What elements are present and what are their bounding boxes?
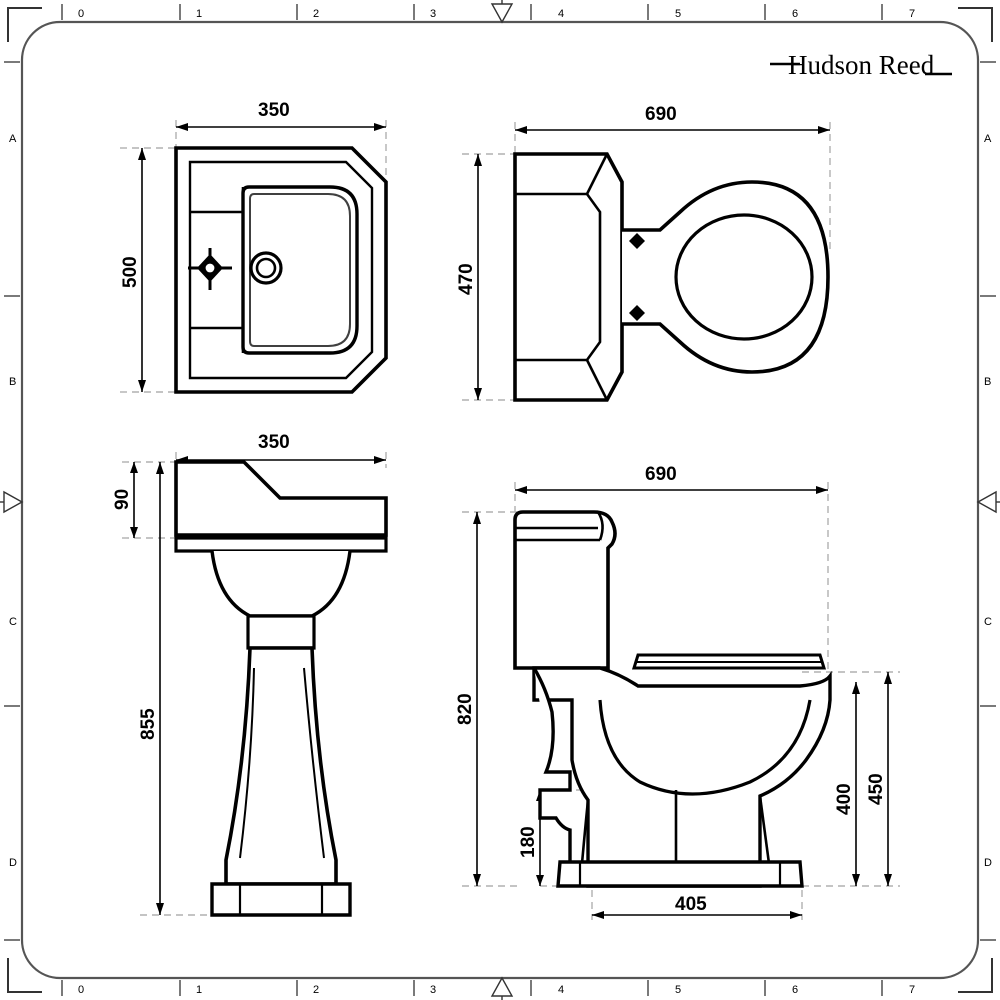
ruler-left-label-a: A	[9, 133, 17, 145]
ruler-bottom-label-4: 4	[558, 984, 564, 996]
ruler-bottom-label-1: 1	[196, 984, 202, 996]
toilet-plan-fixing-holes	[629, 233, 645, 321]
basin-elevation-dim-90-label: 90	[112, 489, 133, 510]
view-toilet-elevation: 690 820 180 400 450	[455, 464, 900, 920]
toilet-waste-outlet	[532, 667, 572, 886]
basin-plan-ledge-lines	[190, 187, 245, 353]
ruler-bottom-label-3: 3	[430, 984, 436, 996]
ruler-top-label-3: 3	[430, 8, 436, 20]
ruler-top-label-7: 7	[909, 8, 915, 20]
basin-plan-dim-350-label: 350	[258, 100, 290, 121]
corner-brackets	[7, 7, 993, 993]
ruler-left: A B C D	[0, 61, 24, 941]
toilet-base-plinth	[556, 860, 804, 888]
pedestal-collar	[246, 614, 316, 650]
basin-elevation-dim-350-label: 350	[258, 432, 290, 453]
toilet-plan-dim-690: 690	[515, 104, 830, 134]
ruler-right-label-a: A	[984, 133, 992, 145]
pedestal-flutes	[239, 667, 325, 859]
toilet-plan-cistern	[513, 152, 624, 402]
toilet-elevation-dim-820-label: 820	[455, 693, 476, 725]
toilet-elevation-dim-820: 820	[455, 512, 481, 886]
basin-plan-inner-rim	[188, 160, 374, 380]
toilet-plan-dim-470: 470	[456, 154, 482, 400]
ruler-right-label-b: B	[984, 376, 991, 388]
fixing-hole-icon	[629, 233, 645, 249]
basin-elevation-dim-855-label: 855	[138, 708, 159, 740]
toilet-elevation-pan	[532, 666, 832, 888]
basin-elevation-dim-855: 855	[138, 462, 164, 915]
view-toilet-plan: 690 470	[456, 104, 831, 402]
fixing-hole-icon	[629, 305, 645, 321]
pedestal-column	[224, 646, 338, 886]
drawing-frame	[20, 20, 980, 980]
ruler-top-label-5: 5	[675, 8, 681, 20]
triangle-down-icon	[490, 3, 514, 24]
basin-elevation-dim-350: 350	[176, 432, 386, 464]
toilet-elevation-dim-405: 405	[592, 894, 802, 919]
toilet-plan-cistern-bevels	[585, 153, 609, 401]
basin-plan-bowl-inner	[249, 193, 351, 347]
toilet-plan-extension-lines	[462, 122, 831, 401]
toilet-bowl-rim	[598, 699, 812, 796]
waste-outlet-icon	[249, 251, 283, 285]
view-basin-plan: 350 500	[120, 100, 388, 394]
brand-logo: Hudson Reed	[770, 50, 952, 80]
ruler-bottom: 0 1 2 3 4 5 6 7	[61, 976, 915, 1000]
ruler-top-label-2: 2	[313, 8, 319, 20]
ruler-top-label-0: 0	[78, 8, 84, 20]
basin-elevation-body	[174, 460, 388, 537]
toilet-elevation-dim-690: 690	[515, 464, 828, 494]
ruler-left-label-c: C	[9, 616, 17, 628]
pedestal-plinth	[210, 882, 352, 917]
ruler-left-label-d: D	[9, 857, 17, 869]
ruler-bottom-label-7: 7	[909, 984, 915, 996]
toilet-plan-dim-690-label: 690	[645, 104, 677, 125]
toilet-plan-seat-ring	[674, 213, 814, 341]
ruler-right: A B C D	[976, 61, 1000, 941]
cistern-lid-lines	[515, 511, 604, 542]
toilet-elevation-cistern	[513, 510, 617, 670]
basin-plan-dim-500-label: 500	[120, 256, 141, 288]
ruler-top-label-1: 1	[196, 8, 202, 20]
ruler-bottom-label-5: 5	[675, 984, 681, 996]
basin-elevation-bowl-underside	[210, 550, 352, 618]
basin-elevation-underrim	[174, 536, 388, 553]
triangle-up-icon	[490, 976, 514, 997]
toilet-elevation-dim-400-label: 400	[834, 783, 855, 815]
pedestal-plinth-dividers	[238, 884, 324, 915]
toilet-elevation-dim-690-label: 690	[645, 464, 677, 485]
basin-elevation-dim-90: 90	[112, 462, 138, 538]
toilet-elevation-dim-400: 400	[834, 682, 860, 886]
ruler-top-label-4: 4	[558, 8, 564, 20]
toilet-elevation-dim-180-label: 180	[518, 826, 539, 858]
ruler-left-label-b: B	[9, 376, 16, 388]
ruler-right-label-d: D	[984, 857, 992, 869]
ruler-bottom-label-2: 2	[313, 984, 319, 996]
toilet-base-dividers	[578, 862, 782, 886]
toilet-plan-dim-470-label: 470	[456, 263, 477, 295]
basin-plan-dim-350: 350	[176, 100, 386, 131]
triangle-right-icon	[3, 490, 24, 514]
ruler-top: 0 1 2 3 4 5 6 7	[61, 0, 915, 24]
toilet-elevation-dim-450-label: 450	[866, 773, 887, 805]
ruler-bottom-label-0: 0	[78, 984, 84, 996]
basin-plan-dim-500: 500	[120, 148, 146, 392]
ruler-bottom-label-6: 6	[792, 984, 798, 996]
view-basin-elevation: 350 90 855	[112, 432, 388, 917]
triangle-left-icon	[976, 490, 997, 514]
toilet-elevation-dim-405-label: 405	[675, 894, 707, 915]
brand-logo-text: Hudson Reed	[788, 50, 935, 80]
ruler-right-label-c: C	[984, 616, 992, 628]
ruler-top-label-6: 6	[792, 8, 798, 20]
tap-hole-icon	[188, 248, 232, 290]
toilet-elevation-dim-450: 450	[866, 672, 892, 886]
